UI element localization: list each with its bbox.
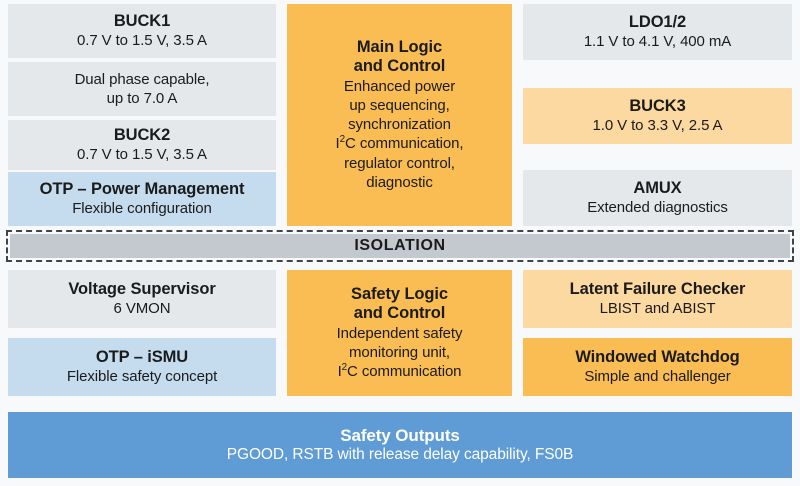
block-safety-logic-title-line-2: and Control (353, 304, 446, 323)
block-safety-logic-detail-line-3: I2C communication (338, 362, 462, 381)
i2c-superscript: 2 (341, 362, 348, 374)
block-otp-power-management[interactable]: OTP – Power Management Flexible configur… (8, 172, 276, 226)
i2c-prefix: I (335, 135, 340, 153)
block-latent-failure-checker-spec: LBIST and ABIST (599, 299, 716, 317)
block-safety-logic-detail-line-1: Independent safety (336, 324, 463, 342)
block-voltage-supervisor-spec: 6 VMON (113, 299, 171, 317)
block-otp-power-management-spec: Flexible configuration (72, 199, 212, 217)
block-buck1[interactable]: BUCK1 0.7 V to 1.5 V, 3.5 A (8, 4, 276, 58)
block-windowed-watchdog-spec: Simple and challenger (584, 367, 731, 385)
block-amux-spec: Extended diagnostics (587, 198, 728, 216)
block-otp-ismu-title: OTP – iSMU (95, 348, 189, 367)
block-safety-outputs[interactable]: Safety Outputs PGOOD, RSTB with release … (8, 412, 792, 478)
block-windowed-watchdog-title: Windowed Watchdog (575, 348, 740, 367)
block-safety-logic-and-control[interactable]: Safety Logic and Control Independent saf… (287, 270, 512, 396)
block-main-logic-detail-line-4: I2C communication, (336, 134, 464, 153)
block-buck3[interactable]: BUCK3 1.0 V to 3.3 V, 2.5 A (523, 88, 792, 144)
i2c-prefix: I (337, 363, 342, 381)
block-main-logic-detail-line-1: Enhanced power (343, 77, 456, 95)
block-main-logic-and-control[interactable]: Main Logic and Control Enhanced power up… (287, 4, 512, 226)
block-main-logic-detail-line-2: up sequencing, (349, 97, 450, 115)
block-main-logic-title-line-2: and Control (353, 57, 446, 76)
block-windowed-watchdog[interactable]: Windowed Watchdog Simple and challenger (523, 338, 792, 396)
isolation-label: ISOLATION (354, 237, 446, 254)
block-main-logic-detail-line-5: regulator control, (344, 154, 455, 172)
block-main-logic-detail-line-3: synchronization (348, 116, 451, 134)
block-voltage-supervisor-title: Voltage Supervisor (68, 280, 216, 299)
block-dual-phase[interactable]: Dual phase capable, up to 7.0 A (8, 62, 276, 116)
block-safety-logic-title-line-1: Safety Logic (351, 284, 448, 303)
block-main-logic-detail-line-6: diagnostic (366, 173, 433, 191)
i2c-superscript: 2 (339, 134, 346, 146)
i2c-suffix: C communication (347, 363, 462, 381)
block-buck2-spec: 0.7 V to 1.5 V, 3.5 A (77, 145, 207, 163)
block-ldo1-2-spec: 1.1 V to 4.1 V, 400 mA (583, 32, 732, 50)
block-buck2[interactable]: BUCK2 0.7 V to 1.5 V, 3.5 A (8, 120, 276, 170)
isolation-bar: ISOLATION (10, 234, 790, 258)
block-latent-failure-checker-title: Latent Failure Checker (569, 280, 746, 299)
block-otp-ismu[interactable]: OTP – iSMU Flexible safety concept (8, 338, 276, 396)
block-amux-title: AMUX (633, 179, 682, 198)
block-dual-phase-line-1: Dual phase capable, (74, 70, 210, 88)
block-safety-logic-detail-line-2: monitoring unit, (349, 343, 450, 361)
block-otp-ismu-spec: Flexible safety concept (66, 367, 218, 385)
block-latent-failure-checker[interactable]: Latent Failure Checker LBIST and ABIST (523, 270, 792, 328)
block-buck3-title: BUCK3 (629, 97, 686, 116)
block-ldo1-2[interactable]: LDO1/2 1.1 V to 4.1 V, 400 mA (523, 4, 792, 60)
block-buck2-title: BUCK2 (113, 126, 171, 145)
block-buck1-title: BUCK1 (113, 12, 171, 31)
block-voltage-supervisor[interactable]: Voltage Supervisor 6 VMON (8, 270, 276, 328)
block-safety-outputs-title: Safety Outputs (340, 425, 460, 445)
isolation-boundary: ISOLATION (6, 230, 794, 262)
block-buck3-spec: 1.0 V to 3.3 V, 2.5 A (592, 116, 723, 134)
block-safety-outputs-spec: PGOOD, RSTB with release delay capabilit… (226, 445, 574, 463)
i2c-suffix: C communication, (345, 135, 464, 153)
block-otp-power-management-title: OTP – Power Management (39, 180, 245, 199)
block-amux[interactable]: AMUX Extended diagnostics (523, 170, 792, 226)
block-ldo1-2-title: LDO1/2 (628, 13, 687, 32)
block-dual-phase-line-2: up to 7.0 A (106, 90, 178, 107)
block-buck1-spec: 0.7 V to 1.5 V, 3.5 A (77, 31, 207, 49)
block-main-logic-title-line-1: Main Logic (356, 37, 443, 56)
